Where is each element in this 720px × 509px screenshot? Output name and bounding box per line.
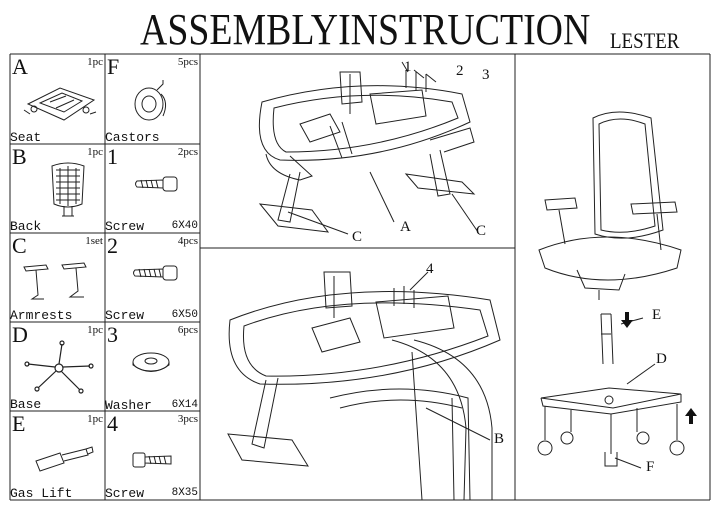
part-cell-C: C 1set Armrests [10, 233, 105, 323]
part-qty: 3pcs [177, 413, 198, 425]
part-cell-3: 3 6pcs Washer 6X14 [105, 322, 200, 413]
part-size: 6X14 [171, 399, 198, 411]
part-size: 8X35 [171, 487, 198, 499]
callout-3: 3 [482, 67, 490, 83]
part-name: Castors [105, 130, 160, 145]
part-size: 6X50 [171, 309, 198, 321]
part-code: F [107, 54, 120, 79]
part-qty: 5pcs [177, 56, 198, 68]
part-cell-A: A 1pc Seat [10, 54, 105, 145]
diagram-step1-seat-armrests [258, 61, 479, 235]
part-cell-F: F 5pcs Castors [105, 54, 200, 145]
diagram-step2-back [227, 271, 501, 500]
part-name: Screw [105, 486, 145, 501]
part-name: Screw [105, 219, 145, 234]
part-code: 2 [107, 233, 118, 258]
part-cell-E: E 1pc Gas Lift [10, 411, 105, 501]
screw-icon [135, 176, 178, 192]
part-qty: 1pc [87, 56, 103, 68]
part-qty: 6pcs [177, 324, 198, 336]
seat-part-icon [23, 87, 97, 121]
part-code: A [12, 54, 28, 79]
washer-icon [132, 352, 170, 372]
part-code: 4 [107, 411, 118, 436]
callout-C-left: C [352, 229, 363, 245]
screw-icon [132, 452, 172, 468]
part-size: 6X40 [171, 220, 198, 232]
part-name: Base [10, 397, 42, 412]
screw-icon [133, 265, 178, 281]
part-code: 1 [107, 144, 118, 169]
part-name: Back [10, 219, 42, 234]
callout-A: A [400, 219, 411, 235]
part-cell-B: B 1pc Back [10, 144, 105, 234]
callout-C-right: C [476, 223, 487, 239]
brand-name: LESTER [610, 28, 680, 53]
part-name: Seat [10, 130, 42, 145]
arrow-up-icon [685, 408, 697, 424]
part-name: Gas Lift [10, 486, 73, 501]
part-code: B [12, 144, 27, 169]
callout-F: F [646, 459, 655, 475]
arrow-down-icon [621, 312, 633, 328]
part-code: E [12, 411, 26, 436]
part-code: 3 [107, 322, 118, 347]
part-cell-1: 1 2pcs Screw 6X40 [105, 144, 200, 234]
diagram-step3-full-chair [537, 111, 697, 469]
armrest-icon [23, 262, 87, 300]
back-part-icon [51, 162, 85, 217]
part-qty: 4pcs [177, 235, 198, 247]
part-name: Armrests [10, 308, 73, 323]
part-cell-4: 4 3pcs Screw 8X35 [105, 411, 200, 501]
callout-1: 1 [404, 59, 412, 75]
callout-2: 2 [456, 63, 464, 79]
part-code: C [12, 233, 27, 258]
callout-B: B [494, 431, 505, 447]
part-cell-D: D 1pc Base [10, 322, 105, 412]
part-cell-2: 2 4pcs Screw 6X50 [105, 233, 200, 323]
castor-icon [134, 80, 167, 121]
part-qty: 1set [85, 235, 103, 247]
callout-D: D [656, 351, 667, 367]
part-qty: 2pcs [177, 146, 198, 158]
part-name: Washer [105, 398, 152, 413]
base-icon [24, 340, 94, 394]
page-title: ASSEMBLYINSTRUCTION [140, 5, 591, 54]
part-qty: 1pc [87, 413, 103, 425]
gas-lift-icon [35, 446, 94, 472]
part-qty: 1pc [87, 324, 103, 336]
callout-E: E [652, 307, 662, 323]
part-code: D [12, 322, 28, 347]
part-qty: 1pc [87, 146, 103, 158]
callout-4: 4 [426, 261, 434, 277]
part-name: Screw [105, 308, 145, 323]
